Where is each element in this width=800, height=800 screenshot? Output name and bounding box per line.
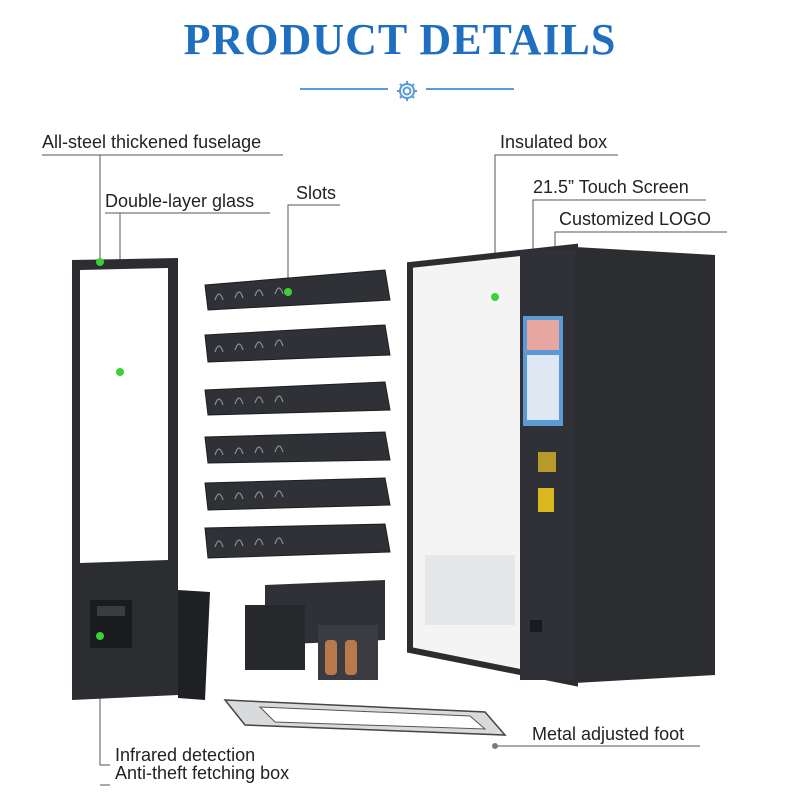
- cabinet: [407, 243, 715, 687]
- slot-coils: [214, 287, 284, 548]
- compressor-unit: [245, 580, 385, 680]
- base-frame: [223, 699, 507, 736]
- label-underlines: [42, 154, 727, 747]
- label-antitheft: Anti-theft fetching box: [115, 763, 290, 783]
- label-glass: Double-layer glass: [105, 191, 255, 211]
- label-foot: Metal adjusted foot: [532, 724, 685, 744]
- title-divider-right: [426, 88, 514, 90]
- label-fuselage: All-steel thickened fuselage: [42, 132, 262, 152]
- title-divider-left: [300, 88, 388, 90]
- label-screen: 21.5” Touch Screen: [533, 177, 689, 197]
- foot-marker: [492, 743, 498, 749]
- glass-door: [72, 258, 210, 700]
- page-title: PRODUCT DETAILS: [183, 15, 617, 64]
- marker-dots: [96, 258, 499, 640]
- label-slots: Slots: [296, 183, 337, 203]
- slot-trays: [204, 269, 391, 559]
- gear-icon: [397, 81, 417, 101]
- label-insulated: Insulated box: [500, 132, 608, 152]
- label-logo: Customized LOGO: [559, 209, 712, 229]
- label-infrared: Infrared detection: [115, 745, 256, 765]
